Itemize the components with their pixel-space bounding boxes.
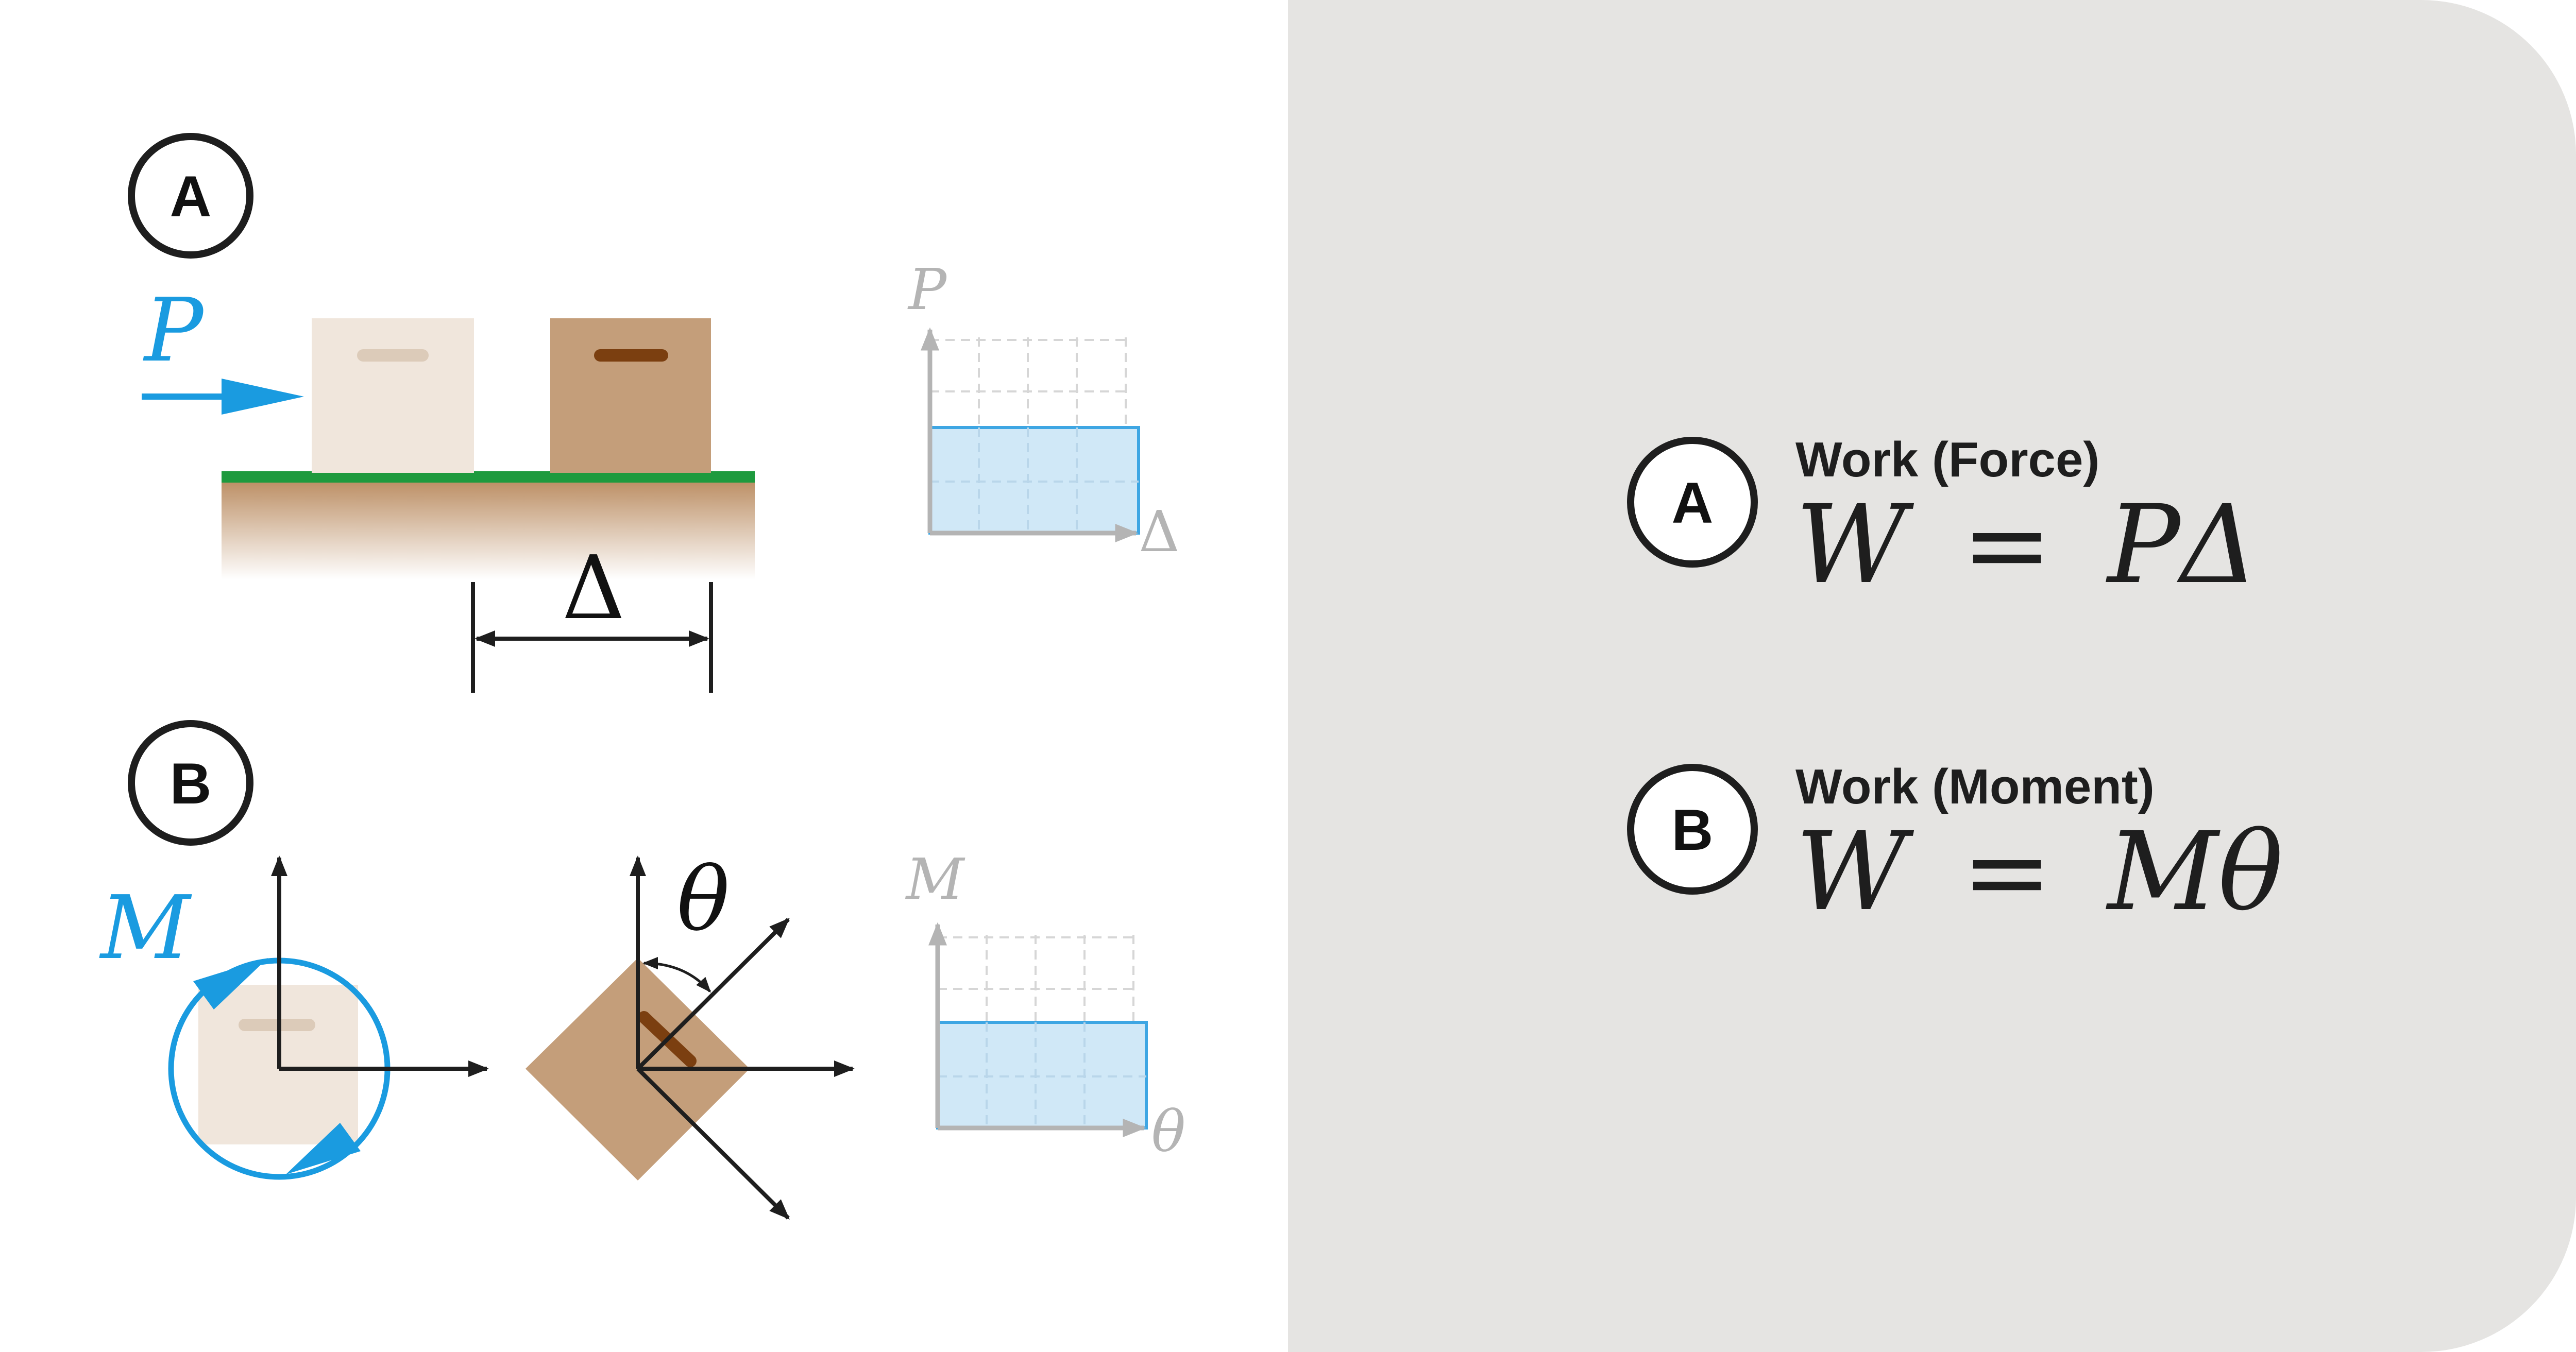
axes-rotated <box>636 918 790 1220</box>
equation-b-op: = <box>1962 809 2053 935</box>
badge-a: A <box>128 133 253 259</box>
box-initial <box>312 318 474 473</box>
equation-b-title: Work (Moment) <box>1795 759 2155 814</box>
equation-b-badge: B <box>1672 798 1714 862</box>
soil <box>222 476 755 579</box>
displacement-dimension <box>471 582 713 693</box>
equation-b-rhs: Mθ <box>2105 809 2283 935</box>
work-plot-a <box>921 327 1140 542</box>
equation-a-badge: A <box>1672 471 1714 535</box>
moment-symbol: M <box>99 877 192 979</box>
equation-panel <box>1288 0 2576 1352</box>
work-area-a <box>928 426 1140 535</box>
equation-a-title: Work (Force) <box>1795 432 2099 487</box>
plot-b-y-label: M <box>905 846 965 912</box>
plot-a-y-label: P <box>907 256 947 322</box>
equation-a-lhs: W <box>1795 482 1914 608</box>
axes-fixed <box>630 855 855 1077</box>
equation-a: A Work (Force) W = PΔ <box>1627 432 2258 608</box>
angle-symbol: θ <box>677 849 730 951</box>
equation-a-formula: W = PΔ <box>1795 482 2258 608</box>
displacement-symbol: Δ <box>562 537 625 639</box>
equation-b-lhs: W <box>1795 809 1914 935</box>
plot-a-x-label: Δ <box>1139 499 1179 564</box>
equation-a-rhs: PΔ <box>2105 482 2258 608</box>
equation-a-op: = <box>1962 482 2053 608</box>
force-arrow <box>142 379 304 415</box>
axes-initial <box>271 855 489 1077</box>
force-symbol: P <box>143 280 205 382</box>
ground-line <box>222 471 755 483</box>
rotation-angle-arc <box>642 957 711 993</box>
work-area-b <box>936 1021 1148 1129</box>
badge-b: B <box>128 720 253 846</box>
badge-b-label: B <box>170 751 212 816</box>
badge-a-label: A <box>170 164 212 229</box>
box-final <box>550 318 711 473</box>
plot-b-x-label: θ <box>1151 1099 1185 1165</box>
equation-b: B Work (Moment) W = Mθ <box>1627 759 2283 935</box>
work-plot-b <box>928 922 1148 1137</box>
equation-b-formula: W = Mθ <box>1795 809 2283 935</box>
